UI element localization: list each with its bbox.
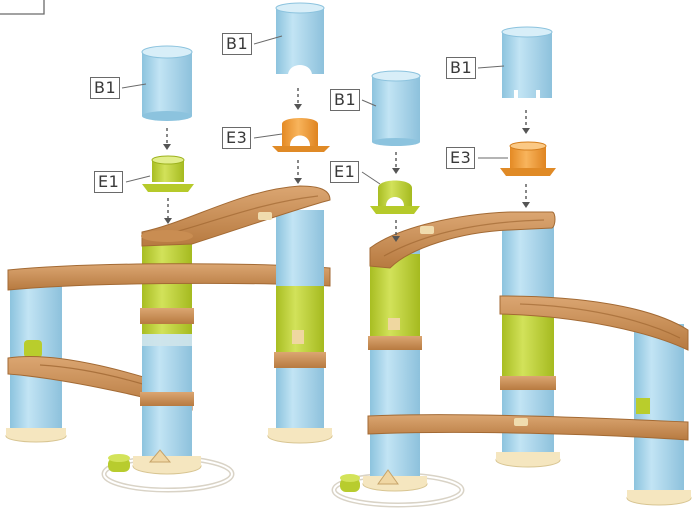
b1-tube-c xyxy=(372,71,420,146)
label-b1-a: B1 xyxy=(90,77,120,99)
left-base-stopper xyxy=(108,454,130,472)
e3-part-b xyxy=(272,118,330,152)
right-left-pillar xyxy=(363,250,427,491)
left-right-pillar xyxy=(268,210,332,443)
label-e3-d: E3 xyxy=(446,147,475,169)
label-b1-b: B1 xyxy=(222,33,252,55)
e1-part-c xyxy=(370,181,420,215)
right-right-pillar xyxy=(627,324,691,505)
left-top-clip xyxy=(258,212,272,220)
right-assembly xyxy=(334,212,691,505)
label-e1-c: E1 xyxy=(330,161,359,183)
e3-part-d xyxy=(500,142,556,176)
e1-part-a xyxy=(142,156,194,192)
left-pillar-clip xyxy=(24,340,42,358)
right-base-stopper xyxy=(340,474,360,492)
left-center-collar-2 xyxy=(140,392,194,406)
label-e1-a: E1 xyxy=(94,171,123,193)
left-center-collar-1 xyxy=(140,308,194,324)
label-b1-d: B1 xyxy=(446,57,476,79)
b1-tube-d xyxy=(502,27,552,98)
label-e3-b: E3 xyxy=(222,127,251,149)
b1-tube-a xyxy=(142,46,192,121)
label-b1-c: B1 xyxy=(330,89,360,111)
corner-frame xyxy=(0,0,44,14)
left-assembly xyxy=(6,186,332,490)
b1-tube-b xyxy=(276,3,324,74)
